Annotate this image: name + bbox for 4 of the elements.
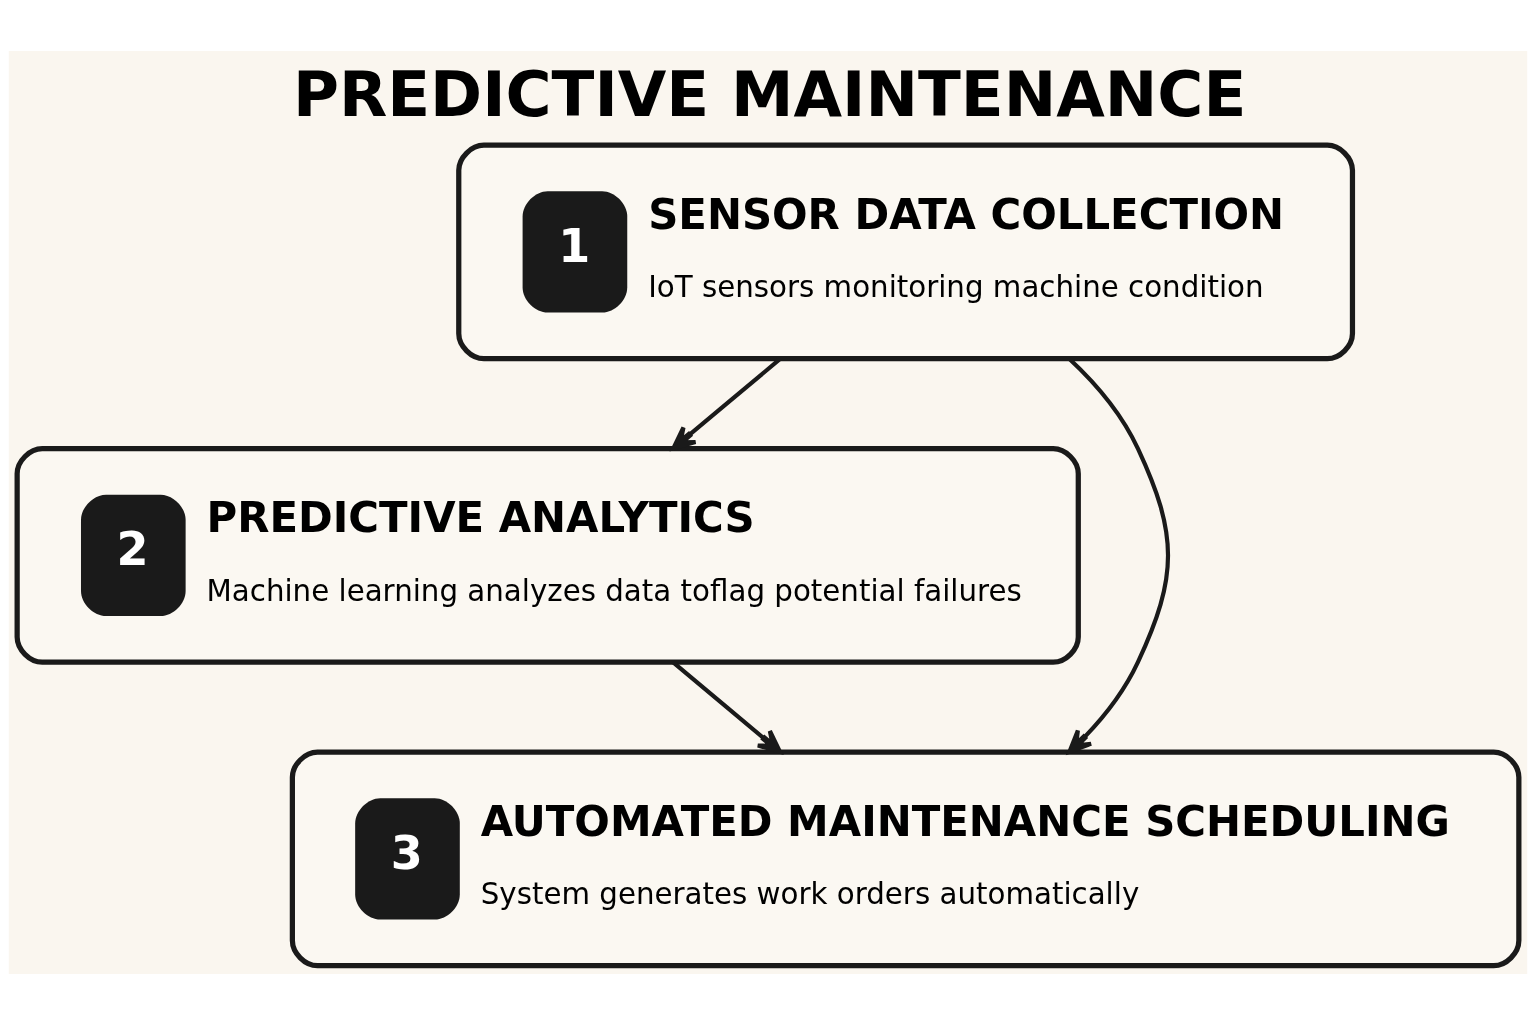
node-box: 3 AUTOMATED MAINTENANCE SCHEDULING System generates work orders automatically xyxy=(289,749,1522,968)
node-box: 2 PREDICTIVE ANALYTICS Machine learning analyzes data toflag potential failures xyxy=(14,445,1081,665)
diagram-title: PREDICTIVE MAINTENANCE xyxy=(292,57,1247,131)
node-box: 1 SENSOR DATA COLLECTION IoT sensors monitoring machine condition xyxy=(456,142,1356,361)
